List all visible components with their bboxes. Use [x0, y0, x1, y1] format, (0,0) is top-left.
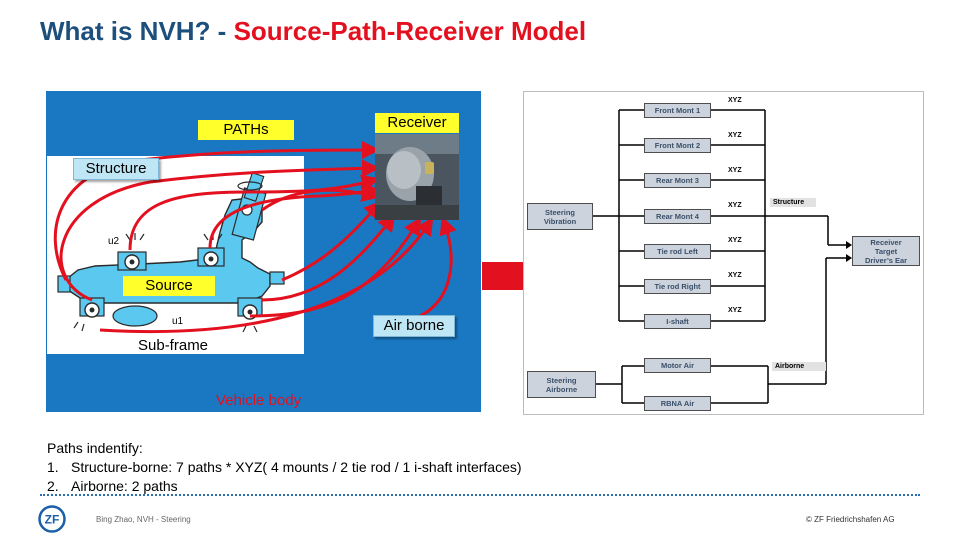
path-tie-rod-right: Tie rod Right	[644, 279, 711, 294]
airborne-group-label: Airborne	[772, 362, 826, 371]
path-i-shaft: I-shaft	[644, 314, 711, 329]
arrow-shaft	[261, 184, 380, 212]
arrow-rack-lower	[261, 213, 396, 302]
arrow-airborne	[419, 216, 457, 318]
receiver-line-1: Receiver	[870, 237, 902, 247]
paths-label: PATHs	[198, 120, 294, 140]
receiver-line-3: Driver’s Ear	[864, 255, 908, 265]
u2-label: u2	[108, 236, 120, 247]
arrow-bottom-1	[249, 216, 422, 318]
xyz-5: XYZ	[728, 237, 742, 244]
path-tie-rod-left: Tie rod Left	[644, 244, 711, 259]
item-text: Structure-borne: 7 paths * XYZ( 4 mounts…	[71, 459, 522, 475]
mount-bottom-right	[237, 297, 263, 320]
arrow-bottom-2	[99, 216, 434, 334]
source-steering-vibration: Steering Vibration	[527, 203, 593, 230]
page-title: What is NVH? - Source-Path-Receiver Mode…	[40, 16, 586, 47]
vehicle-body-label: Vehicle body	[216, 392, 302, 409]
paths-identify-heading: Paths indentify:	[47, 440, 143, 456]
path-motor-air: Motor Air	[644, 358, 711, 373]
source-steering-airborne: Steering Airborne	[527, 371, 596, 398]
mount-top-left	[117, 251, 147, 271]
path-front-mont-1: Front Mont 1	[644, 103, 711, 118]
receiver-label: Receiver	[375, 113, 459, 133]
item-number: 2.	[47, 478, 59, 494]
xyz-3: XYZ	[728, 167, 742, 174]
path-rear-mont-3: Rear Mont 3	[644, 173, 711, 188]
footer-author: Bing Zhao, NVH - Steering	[96, 515, 191, 524]
motor	[112, 305, 158, 327]
paths-identify-item: 1. Structure-borne: 7 paths * XYZ( 4 moun…	[47, 458, 522, 477]
item-number: 1.	[47, 459, 59, 475]
item-text: Airborne: 2 paths	[71, 478, 178, 494]
structure-label: Structure	[73, 158, 159, 180]
mount-top-right	[197, 247, 225, 267]
airborne-label: Air borne	[373, 315, 455, 337]
zf-logo-icon: ZF	[38, 505, 66, 533]
subframe-label: Sub-frame	[138, 337, 209, 354]
u1-label: u1	[172, 316, 184, 327]
paths-identify: Paths indentify: 1. Structure-borne: 7 pa…	[47, 439, 522, 496]
arrow-structure-mid	[59, 159, 380, 302]
logo-text: ZF	[45, 513, 60, 527]
receiver-line-2: Target	[874, 246, 898, 256]
xyz-4: XYZ	[728, 202, 742, 209]
path-front-mont-2: Front Mont 2	[644, 138, 711, 153]
xyz-2: XYZ	[728, 132, 742, 139]
title-part-2: Source-Path-Receiver Model	[233, 16, 587, 46]
path-rbna-air: RBNA Air	[644, 396, 711, 411]
paths-identify-item: 2. Airborne: 2 paths	[47, 477, 522, 496]
footer-copyright: © ZF Friedrichshafen AG	[806, 515, 895, 524]
path-rear-mont-4: Rear Mont 4	[644, 209, 711, 224]
source-label: Source	[123, 276, 215, 296]
structure-group-label: Structure	[770, 198, 816, 207]
arrow-mount-left	[128, 174, 380, 251]
receiver-target-box: Receiver Target Driver’s Ear	[852, 236, 920, 266]
arrow-rack-right	[281, 200, 383, 282]
title-part-1: What is NVH? -	[40, 16, 234, 46]
xyz-6: XYZ	[728, 272, 742, 279]
xyz-1: XYZ	[728, 97, 742, 104]
footer-divider	[40, 494, 920, 496]
mount-bottom-left	[79, 297, 105, 318]
xyz-7: XYZ	[728, 307, 742, 314]
